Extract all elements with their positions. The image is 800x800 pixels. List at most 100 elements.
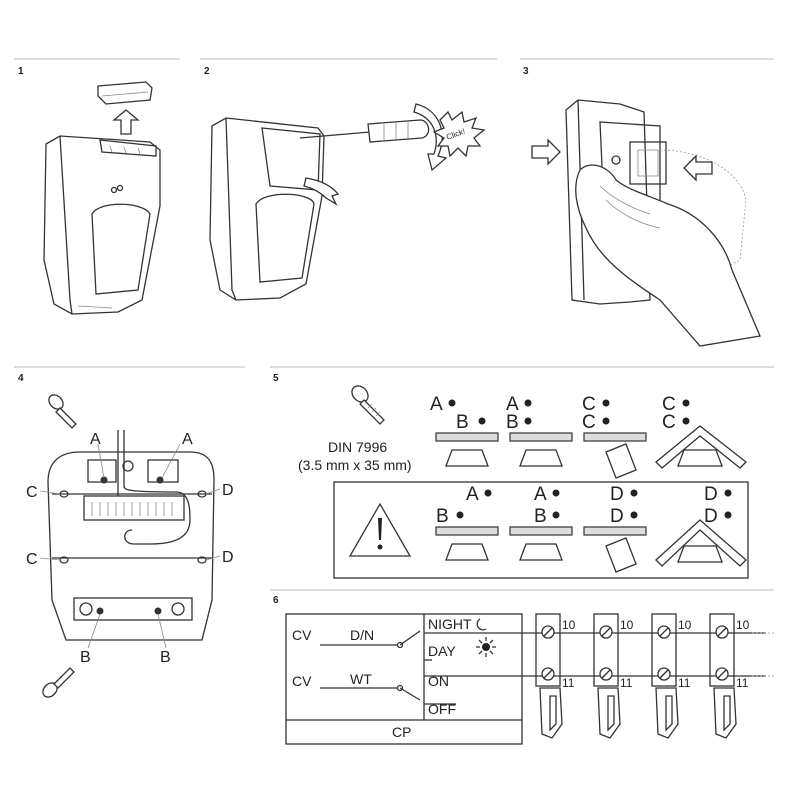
label-top-4-l1: C [662, 394, 676, 415]
terminal-2-11: 11 [620, 676, 633, 690]
terminal-3-11: 11 [678, 676, 691, 690]
day-label: DAY [428, 643, 456, 659]
label-top-1-l1: A [430, 394, 443, 415]
label-top-4-l2: C [662, 412, 676, 433]
label-top-2-l1: A [506, 394, 519, 415]
arrow-release-icon [303, 177, 340, 206]
dn-label: D/N [350, 627, 374, 643]
corner-mount [655, 425, 747, 469]
wt-label: WT [350, 671, 372, 687]
detector-lens [91, 203, 151, 295]
off-label: OFF [428, 701, 456, 717]
label-bot-3-l2: D [610, 506, 624, 527]
dn-switch [399, 630, 421, 646]
step-number-3: 3 [523, 66, 529, 77]
step-number-4: 4 [18, 373, 24, 384]
step6-wiring: CP CV D/N NIGHT DAY CV WT ON OFF [285, 613, 776, 745]
step-number-2: 2 [204, 66, 210, 77]
screw-size: (3.5 mm x 35 mm) [298, 457, 412, 473]
detector-unit-3: 10 11 [651, 613, 692, 739]
screw-spec: DIN 7996 [328, 439, 387, 455]
cv-label-1: CV [292, 627, 312, 643]
label-top-3-l2: C [582, 412, 596, 433]
rotate-arrow-icon [413, 103, 448, 172]
step4-illustration: A A C D C D B B [26, 394, 234, 698]
screw-bottom-icon [42, 667, 75, 698]
terminal-1-10: 10 [562, 618, 576, 632]
label-top-1-l2: B [456, 412, 469, 433]
night-label: NIGHT [428, 616, 472, 632]
warning-box [333, 481, 749, 579]
mount-option-4-bottom: D D [655, 484, 747, 567]
mount-option-2-top: A B [506, 394, 573, 467]
screw-icon [351, 385, 385, 425]
pcb-component [629, 141, 667, 185]
label-c-bottom: C [26, 551, 38, 568]
step5-illustration: DIN 7996 (3.5 mm x 35 mm) A B A B C C [298, 385, 749, 579]
label-bot-1-l1: A [466, 484, 479, 505]
cv-label-2: CV [292, 673, 312, 689]
bottom-bracket [73, 597, 193, 621]
detector-unit-2: 10 11 [593, 613, 634, 739]
screwdriver-shaft [299, 131, 371, 139]
label-bot-2-l1: A [534, 484, 547, 505]
step-number-5: 5 [273, 373, 279, 384]
label-d-top: D [222, 482, 234, 499]
on-label: ON [428, 673, 449, 689]
label-top-3-l1: C [582, 394, 596, 415]
mount-option-1-bottom: A B [435, 484, 499, 561]
screw-top-icon [48, 394, 77, 429]
mount-option-3-top: C C [582, 394, 647, 479]
hand [575, 164, 761, 347]
hole-a-left [100, 476, 108, 484]
detector-body [43, 135, 161, 315]
mount-option-1-top: A B [430, 394, 499, 467]
wt-switch [399, 687, 421, 701]
terminal-3-10: 10 [678, 618, 692, 632]
terminal-4-10: 10 [736, 618, 750, 632]
label-a-left: A [90, 431, 101, 448]
terminal-1-11: 11 [562, 676, 575, 690]
mount-option-4-top: C C [655, 394, 747, 469]
hole-b-right [154, 607, 162, 615]
sun-icon [476, 637, 496, 657]
detector-cover [97, 81, 153, 105]
label-b-left: B [80, 649, 91, 666]
detector-unit-4: 10 11 [709, 613, 750, 739]
label-top-2-l2: B [506, 412, 519, 433]
cp-label: CP [392, 724, 411, 740]
label-bot-4-l1: D [704, 484, 718, 505]
arrow-right-icon [531, 138, 561, 166]
mount-option-3-bottom: D D [583, 484, 647, 573]
step-number-6: 6 [273, 595, 279, 606]
hole-a-right [156, 476, 164, 484]
wire-b [123, 430, 191, 545]
terminal-4-11: 11 [736, 676, 749, 690]
mount-option-2-bottom: A B [509, 484, 573, 561]
terminal-2-10: 10 [620, 618, 634, 632]
step2-illustration: Click! [209, 103, 486, 301]
detector-unit-1: 10 11 [535, 613, 576, 739]
control-panel-box [285, 613, 523, 745]
step3-illustration [531, 99, 761, 347]
warning-icon [348, 502, 412, 557]
terminal-block [83, 495, 185, 521]
arrow-up-icon [112, 109, 140, 135]
screwdriver-handle [367, 119, 430, 143]
label-a-right: A [182, 431, 193, 448]
label-bot-3-l1: D [610, 484, 624, 505]
detector-body-open [209, 117, 325, 301]
label-c-top: C [26, 484, 38, 501]
label-bot-4-l2: D [704, 506, 718, 527]
label-d-bottom: D [222, 549, 234, 566]
step-number-1: 1 [18, 66, 24, 77]
step1-illustration [43, 81, 161, 315]
label-bot-2-l2: B [534, 506, 547, 527]
label-bot-1-l2: B [436, 506, 449, 527]
arrow-left-icon [683, 154, 713, 182]
moon-icon [476, 618, 487, 631]
click-burst-icon [432, 110, 486, 158]
label-b-right: B [160, 649, 171, 666]
hole-b-left [96, 607, 104, 615]
